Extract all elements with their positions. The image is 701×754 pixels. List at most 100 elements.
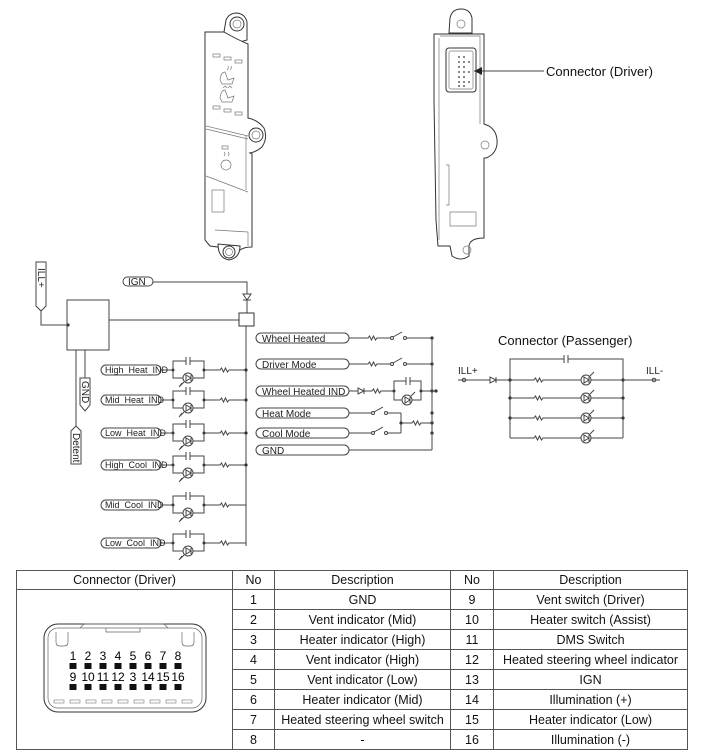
capacitor-icon — [172, 492, 205, 505]
pin-number: 7 — [232, 709, 275, 730]
ill-plus-tag: ILL+ — [35, 261, 47, 312]
capacitor-icon — [172, 420, 205, 433]
led-icon — [172, 400, 205, 418]
control-module-box — [66, 299, 110, 351]
led-icon — [172, 433, 205, 451]
led-icon — [580, 429, 595, 444]
pin-number: 11 — [450, 629, 494, 650]
gnd-tag: GND — [79, 377, 91, 412]
indicator-tag: Mid_Cool_IND — [100, 499, 164, 511]
pin-number: 12 — [450, 649, 494, 670]
callout-driver-connector: Connector (Driver) — [546, 64, 653, 79]
pin-number: 3 — [232, 629, 275, 650]
header-no-left: No — [232, 570, 275, 590]
switch-icon — [371, 406, 388, 415]
resistor-icon — [204, 539, 246, 547]
indicator-row: High_Heat_IND — [100, 357, 248, 388]
switch-input-tag: Driver Mode — [255, 358, 350, 371]
pin-label: 14 — [141, 670, 155, 684]
driver-connector-pin-table: Connector (Driver) No Description No Des… — [16, 570, 688, 750]
pin-label: 12 — [111, 670, 125, 684]
switch-input-label: Cool Mode — [262, 429, 311, 440]
switch-icon — [390, 331, 407, 340]
switch-input-row: Wheel Heated IND — [255, 377, 434, 406]
led-row-vent — [212, 105, 243, 116]
pin-terminal — [69, 684, 76, 690]
pin-label: 6 — [144, 649, 151, 663]
pin-label: 3 — [99, 649, 106, 663]
resistor-icon — [204, 366, 246, 374]
indicator-tag: Mid_Heat_IND — [100, 394, 165, 406]
pin-label: 8 — [174, 649, 181, 663]
led-icon — [172, 505, 205, 523]
pin-label: 5 — [129, 649, 136, 663]
capacitor-icon — [172, 357, 205, 370]
lamp-branch — [508, 409, 625, 424]
seat-heat-icon — [219, 65, 235, 85]
diode-icon — [357, 387, 366, 395]
arrow-icon — [474, 67, 482, 75]
pin-terminal — [174, 684, 181, 690]
switch-input-row: Wheel Heated — [255, 331, 434, 345]
passenger-connector-circuit: Connector (Passenger) ILL+ ILL- — [458, 333, 663, 444]
switch-input-label: Heat Mode — [262, 409, 311, 420]
pin-terminal — [99, 684, 106, 690]
passenger-connector-title: Connector (Passenger) — [498, 333, 632, 348]
pin-terminal — [144, 663, 151, 669]
resistor-icon — [204, 501, 246, 509]
switch-input-label: Wheel Heated IND — [262, 387, 345, 398]
pin-description: Vent switch (Driver) — [493, 589, 688, 610]
header-no-right: No — [450, 570, 494, 590]
ill-minus-terminal-label: ILL- — [646, 366, 663, 377]
pin-terminal — [84, 663, 91, 669]
ign-tag: IGN — [122, 276, 154, 288]
indicator-row: Low_Cool_IND — [100, 530, 246, 561]
resistor-icon — [364, 387, 394, 395]
resistor-icon — [349, 334, 390, 342]
pin-label: 11 — [96, 670, 109, 684]
lamp-branch — [508, 389, 625, 404]
junction-block — [238, 312, 255, 327]
switch-input-tag: Wheel Heated — [255, 332, 350, 345]
pin-terminal — [69, 663, 76, 669]
pin-number: 15 — [450, 709, 494, 730]
pin-number: 9 — [450, 589, 494, 610]
indicator-label: High_Heat_IND — [105, 365, 169, 375]
capacitor-icon — [393, 377, 422, 391]
table-header-row: Connector (Driver) No Description No Des… — [16, 570, 688, 590]
diode-icon — [489, 376, 498, 384]
schematic: ILL+ GND Detent IGN — [35, 261, 663, 561]
resistor-icon — [204, 396, 246, 404]
pin-terminal — [144, 684, 151, 690]
steering-wheel-heat-icon — [220, 151, 232, 171]
led-icon — [580, 389, 595, 404]
led-icon — [172, 465, 205, 483]
svg-text:ILL+: ILL+ — [35, 268, 46, 288]
pin-number: 8 — [232, 729, 275, 750]
svg-text:GND: GND — [79, 381, 90, 403]
indicator-tag: Low_Heat_IND — [100, 427, 167, 439]
led-icon — [172, 543, 205, 561]
pin-number: 16 — [450, 729, 494, 750]
capacitor-icon — [172, 530, 205, 543]
ill-plus-terminal-label: ILL+ — [458, 366, 478, 377]
resistor-icon — [204, 461, 246, 469]
pin-description: Vent indicator (Mid) — [274, 609, 451, 630]
indicator-label: Low_Cool_IND — [105, 538, 166, 548]
pin-number: 14 — [450, 689, 494, 710]
switch-input-row: GND — [255, 444, 432, 457]
indicator-label: High_Cool_IND — [105, 460, 168, 470]
switch-icon — [390, 357, 407, 366]
indicator-row: Low_Heat_IND — [100, 420, 248, 451]
resistor-icon — [204, 429, 246, 437]
pin-terminal — [114, 684, 121, 690]
pin-number: 1 — [232, 589, 275, 610]
pin-description: DMS Switch — [493, 629, 688, 650]
driver-connector-socket — [445, 47, 477, 93]
lamp-branch — [508, 371, 625, 386]
pin-number: 5 — [232, 669, 275, 690]
